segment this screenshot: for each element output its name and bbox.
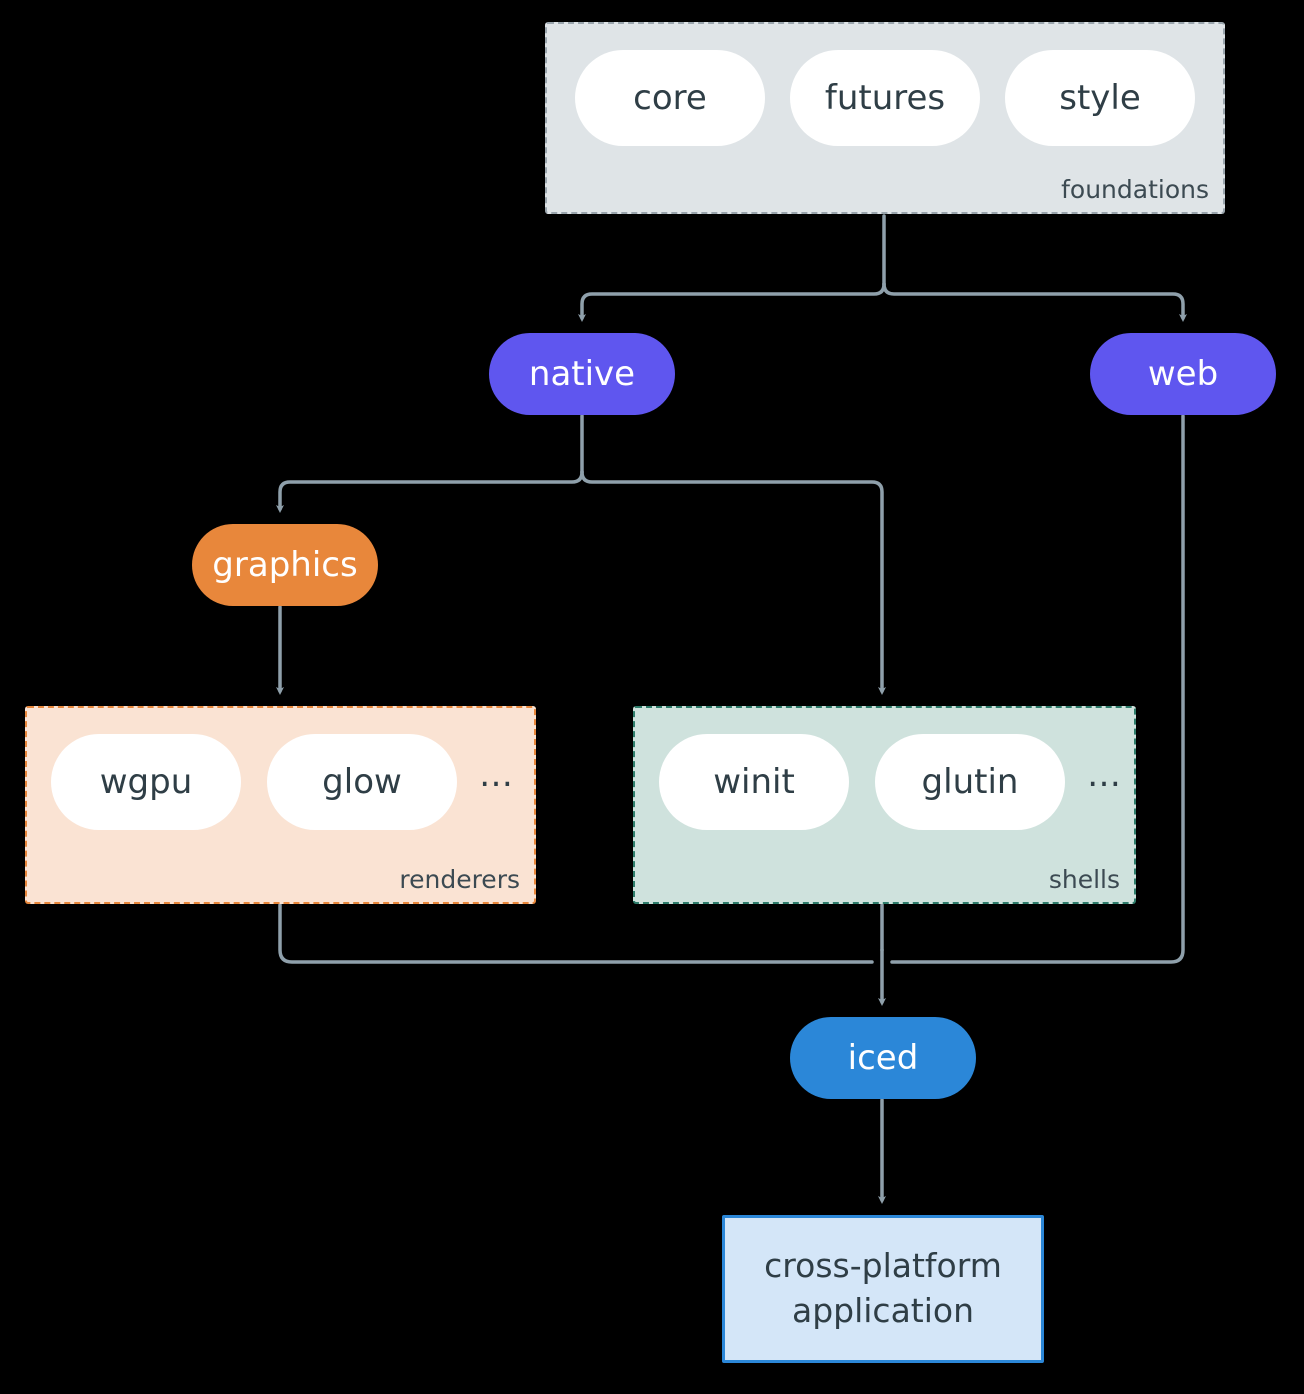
edge-native-to-shells <box>580 470 886 695</box>
pill-wgpu[interactable]: wgpu <box>51 734 241 830</box>
node-web[interactable]: web <box>1090 333 1276 415</box>
renderers-overflow-ellipsis: … <box>479 755 513 795</box>
edge-native-to-graphics <box>276 470 584 513</box>
shells-overflow-ellipsis: … <box>1087 755 1121 795</box>
pill-futures[interactable]: futures <box>790 50 980 146</box>
foundations-pill-row: core futures style <box>575 50 1195 146</box>
group-label-renderers: renderers <box>399 865 520 894</box>
node-iced[interactable]: iced <box>790 1017 976 1099</box>
pill-glutin[interactable]: glutin <box>875 734 1065 830</box>
edge-foundations-to-native <box>578 282 886 322</box>
pill-winit[interactable]: winit <box>659 734 849 830</box>
node-native[interactable]: native <box>489 333 675 415</box>
node-graphics[interactable]: graphics <box>192 524 378 606</box>
renderers-pill-row: wgpu glow … <box>51 734 513 830</box>
application-line-2: application <box>791 1291 975 1330</box>
group-renderers: wgpu glow … renderers <box>25 706 536 904</box>
node-cross-platform-application[interactable]: cross-platform application <box>722 1215 1044 1363</box>
application-line-1: cross-platform <box>764 1246 1002 1286</box>
group-shells: winit glutin … shells <box>633 706 1136 904</box>
group-label-foundations: foundations <box>1061 175 1209 204</box>
pill-style[interactable]: style <box>1005 50 1195 146</box>
group-foundations: core futures style foundations <box>545 22 1225 214</box>
group-label-shells: shells <box>1048 865 1120 894</box>
pill-core[interactable]: core <box>575 50 765 146</box>
pill-glow[interactable]: glow <box>267 734 457 830</box>
shells-pill-row: winit glutin … <box>659 734 1121 830</box>
edge-renderers-to-bus <box>278 903 874 964</box>
edge-foundations-to-web <box>882 282 1187 322</box>
